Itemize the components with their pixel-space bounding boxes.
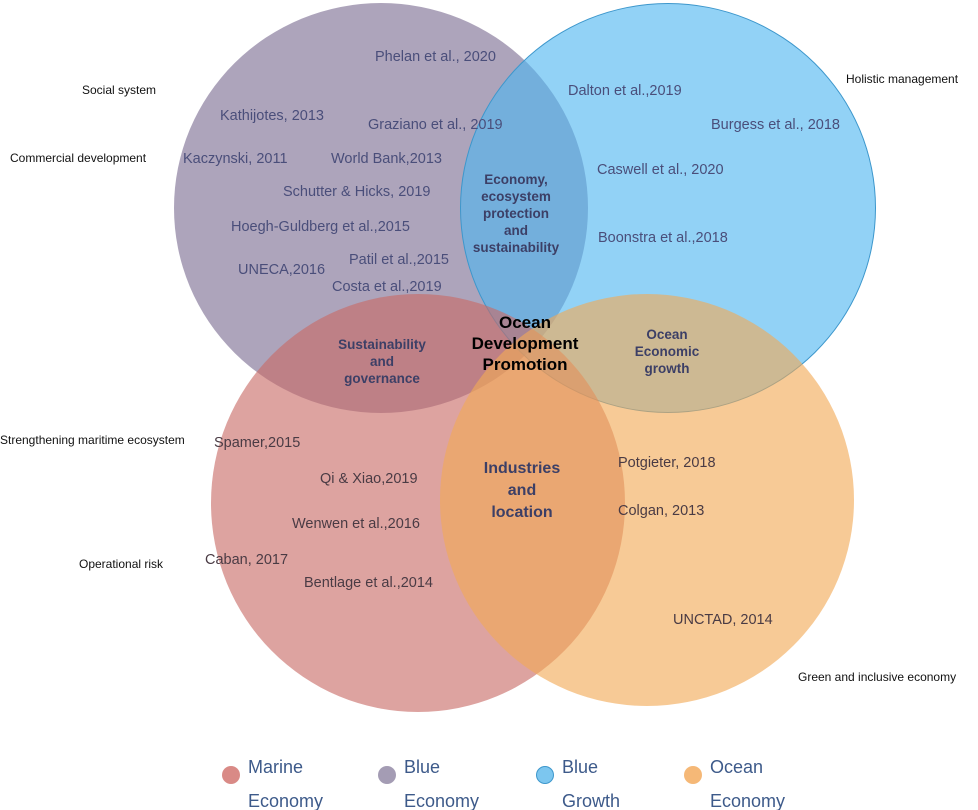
ref-blue-growth: Boonstra et al.,2018 <box>598 230 728 246</box>
ref-blue-growth: Dalton et al.,2019 <box>568 83 682 99</box>
side-label-social-system: Social system <box>82 83 157 97</box>
ref-blue-growth: Burgess et al., 2018 <box>711 117 840 133</box>
ref-ocean-economy: Potgieter, 2018 <box>618 455 716 471</box>
side-label-green-inclusive: Green and inclusive economy <box>798 670 957 684</box>
ref-blue-growth: Caswell et al., 2020 <box>597 162 724 178</box>
ref-blue-economy: Graziano et al., 2019 <box>368 117 503 133</box>
ref-marine-economy: Caban, 2017 <box>205 552 289 568</box>
legend-label: Ocean Economy <box>710 757 786 810</box>
ref-blue-economy: Costa et al.,2019 <box>332 279 442 295</box>
ref-ocean-economy: Colgan, 2013 <box>618 503 705 519</box>
ref-blue-economy: Kaczynski, 2011 <box>183 151 288 167</box>
ref-marine-economy: Spamer,2015 <box>214 435 301 451</box>
legend-swatch <box>536 766 554 784</box>
legend-label: Marine Economy <box>248 757 324 810</box>
legend-label: Blue Growth <box>562 757 621 810</box>
overlap-label-economy-ecosystem: Economy, ecosystem protection and sustai… <box>472 172 560 255</box>
ref-blue-economy: Phelan et al., 2020 <box>375 49 496 65</box>
overlap-label-sustainability-governance: Sustainability and governance <box>338 337 426 386</box>
side-label-strengthening-maritime: Strengthening maritime ecosystem <box>0 433 185 447</box>
overlap-label-ocean-economic-growth: Ocean Economic growth <box>634 327 700 376</box>
legend-swatch <box>378 766 396 784</box>
ref-blue-economy: World Bank,2013 <box>331 151 442 167</box>
center-label: Ocean Development Promotion <box>471 313 579 374</box>
side-label-holistic-management: Holistic management <box>846 72 959 86</box>
legend-swatch <box>684 766 702 784</box>
ref-ocean-economy: UNCTAD, 2014 <box>673 612 773 628</box>
ref-blue-economy: UNECA,2016 <box>238 262 326 278</box>
ref-blue-economy: Schutter & Hicks, 2019 <box>283 184 431 200</box>
overlap-label-industries-location: Industries and location <box>483 460 561 521</box>
side-label-commercial-development: Commercial development <box>10 151 147 165</box>
ref-marine-economy: Bentlage et al.,2014 <box>304 575 433 591</box>
ref-blue-economy: Kathijotes, 2013 <box>220 108 324 124</box>
ref-marine-economy: Qi & Xiao,2019 <box>320 471 418 487</box>
ocean-economy-circle <box>440 294 854 706</box>
ref-marine-economy: Wenwen et al.,2016 <box>292 516 420 532</box>
side-label-operational-risk: Operational risk <box>79 557 164 571</box>
legend-label: Blue Economy <box>404 757 480 810</box>
legend-swatch <box>222 766 240 784</box>
ref-blue-economy: Patil et al.,2015 <box>349 252 449 268</box>
ref-blue-economy: Hoegh-Guldberg et al.,2015 <box>231 219 410 235</box>
